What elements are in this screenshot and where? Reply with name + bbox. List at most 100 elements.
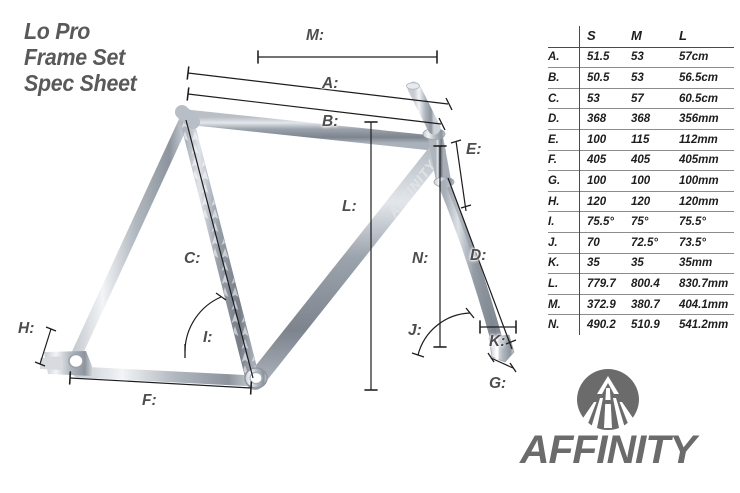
dim-label-f: F: (142, 392, 157, 409)
row-value-s: 779.7 (587, 277, 616, 290)
dim-line-e (455, 140, 467, 212)
row-value-m: 405 (631, 154, 651, 167)
row-value-l: 35mm (679, 257, 713, 270)
row-key: B. (548, 67, 580, 89)
row-key: N. (548, 314, 580, 335)
table-row: E. 100 115 112mm (548, 129, 734, 151)
table-row: C. 53 57 60.5cm (548, 88, 734, 109)
row-value-s: 75.5° (587, 216, 614, 229)
row-value-l: 73.5° (679, 236, 706, 249)
row-value-l: 541.2mm (679, 319, 729, 332)
spec-table-body: A. 51.5 53 57cm B. 50.5 53 56.5cm C. 53 … (548, 47, 734, 335)
dim-arc-i (184, 296, 222, 352)
dim-label-h: H: (18, 320, 35, 337)
dim-label-l: L: (342, 198, 357, 215)
dim-label-m: M: (306, 27, 325, 44)
row-value-l: 60.5cm (679, 92, 719, 105)
row-key: F. (548, 150, 580, 171)
title-line-1: Lo Pro (24, 18, 91, 44)
dim-arc-j (417, 312, 471, 356)
table-row: M. 372.9 380.7 404.1mm (548, 294, 734, 315)
dim-label-g: G: (489, 375, 507, 392)
spec-header-s: S (579, 26, 631, 48)
table-row: A. 51.5 53 57cm (548, 47, 734, 68)
row-value-l: 356mm (679, 113, 719, 126)
table-row: H. 120 120 120mm (548, 191, 734, 212)
row-key: K. (548, 253, 580, 274)
row-value-l: 830.7mm (679, 277, 729, 290)
row-value-s: 35 (587, 257, 600, 270)
spec-header-m: M (631, 26, 679, 48)
row-key: H. (548, 191, 580, 212)
dim-line-g (490, 357, 514, 369)
dim-label-n: N: (412, 250, 429, 267)
row-value-m: 100 (631, 174, 651, 187)
row-value-l: 405mm (679, 154, 719, 167)
row-value-m: 35 (631, 257, 644, 270)
row-value-s: 120 (587, 195, 607, 208)
title-line-3: Spec Sheet (24, 70, 137, 96)
row-key: G. (548, 170, 580, 192)
affinity-logo: AFFINITY (520, 368, 730, 480)
row-value-l: 112mm (679, 133, 718, 146)
affinity-road-circle-icon (577, 369, 639, 430)
dim-line-b (186, 87, 442, 125)
table-row: B. 50.5 53 56.5cm (548, 67, 734, 89)
table-row: G. 100 100 100mm (548, 170, 734, 192)
row-value-s: 100 (587, 174, 607, 187)
row-key: I. (548, 211, 580, 233)
row-value-m: 75° (631, 216, 649, 229)
row-value-m: 120 (631, 195, 651, 208)
dim-label-k: K: (489, 333, 506, 350)
row-value-l: 56.5cm (679, 71, 719, 84)
table-row: K. 35 35 35mm (548, 253, 734, 274)
row-value-l: 100mm (679, 174, 719, 187)
row-value-m: 368 (631, 113, 651, 126)
fork-dropout (488, 334, 515, 363)
row-key: A. (548, 47, 580, 68)
table-row: N. 490.2 510.9 541.2mm (548, 314, 734, 335)
bottom-bracket (244, 367, 268, 389)
row-value-m: 72.5° (631, 236, 658, 249)
row-value-m: 53 (631, 51, 644, 64)
dimension-lines (34, 50, 517, 395)
row-value-s: 372.9 (587, 298, 616, 311)
dim-label-b: B: (322, 113, 339, 130)
row-key: D. (548, 108, 580, 130)
row-value-m: 510.9 (631, 319, 660, 332)
seat-post (175, 105, 200, 129)
row-key: C. (548, 88, 580, 109)
rear-dropout (40, 351, 92, 376)
dim-line-c (185, 119, 254, 379)
dim-label-i: I: (203, 329, 213, 346)
row-value-l: 120mm (679, 195, 719, 208)
row-value-s: 490.2 (587, 319, 616, 332)
row-value-s: 70 (587, 236, 600, 249)
table-row: I. 75.5° 75° 75.5° (548, 211, 734, 233)
bicycle-frame-artwork: AFFINITY (40, 81, 515, 390)
table-row: D. 368 368 356mm (548, 108, 734, 130)
affinity-wordmark: AFFINITY (520, 428, 696, 472)
dim-line-h (39, 328, 52, 365)
dim-line-a (186, 66, 449, 105)
row-value-m: 53 (631, 71, 644, 84)
spec-table-header-row: S M L (548, 26, 734, 48)
row-value-s: 368 (587, 113, 607, 126)
dim-label-d: D: (470, 247, 487, 264)
row-key: J. (548, 232, 580, 254)
row-value-s: 50.5 (587, 71, 610, 84)
table-row: F. 405 405 405mm (548, 150, 734, 171)
title-line-2: Frame Set (24, 44, 125, 70)
dim-label-a: A: (322, 75, 339, 92)
row-value-s: 51.5 (587, 51, 610, 64)
table-row: L. 779.7 800.4 830.7mm (548, 273, 734, 295)
row-value-s: 53 (587, 92, 600, 105)
spec-table: S M L A. 51.5 53 57cm B. 50.5 53 56.5cm … (548, 26, 734, 335)
dim-label-e: E: (466, 141, 482, 158)
row-value-m: 380.7 (631, 298, 660, 311)
row-value-m: 57 (631, 92, 644, 105)
dim-label-c: C: (184, 250, 201, 267)
page-title: Lo Pro Frame Set Spec Sheet (24, 18, 137, 96)
